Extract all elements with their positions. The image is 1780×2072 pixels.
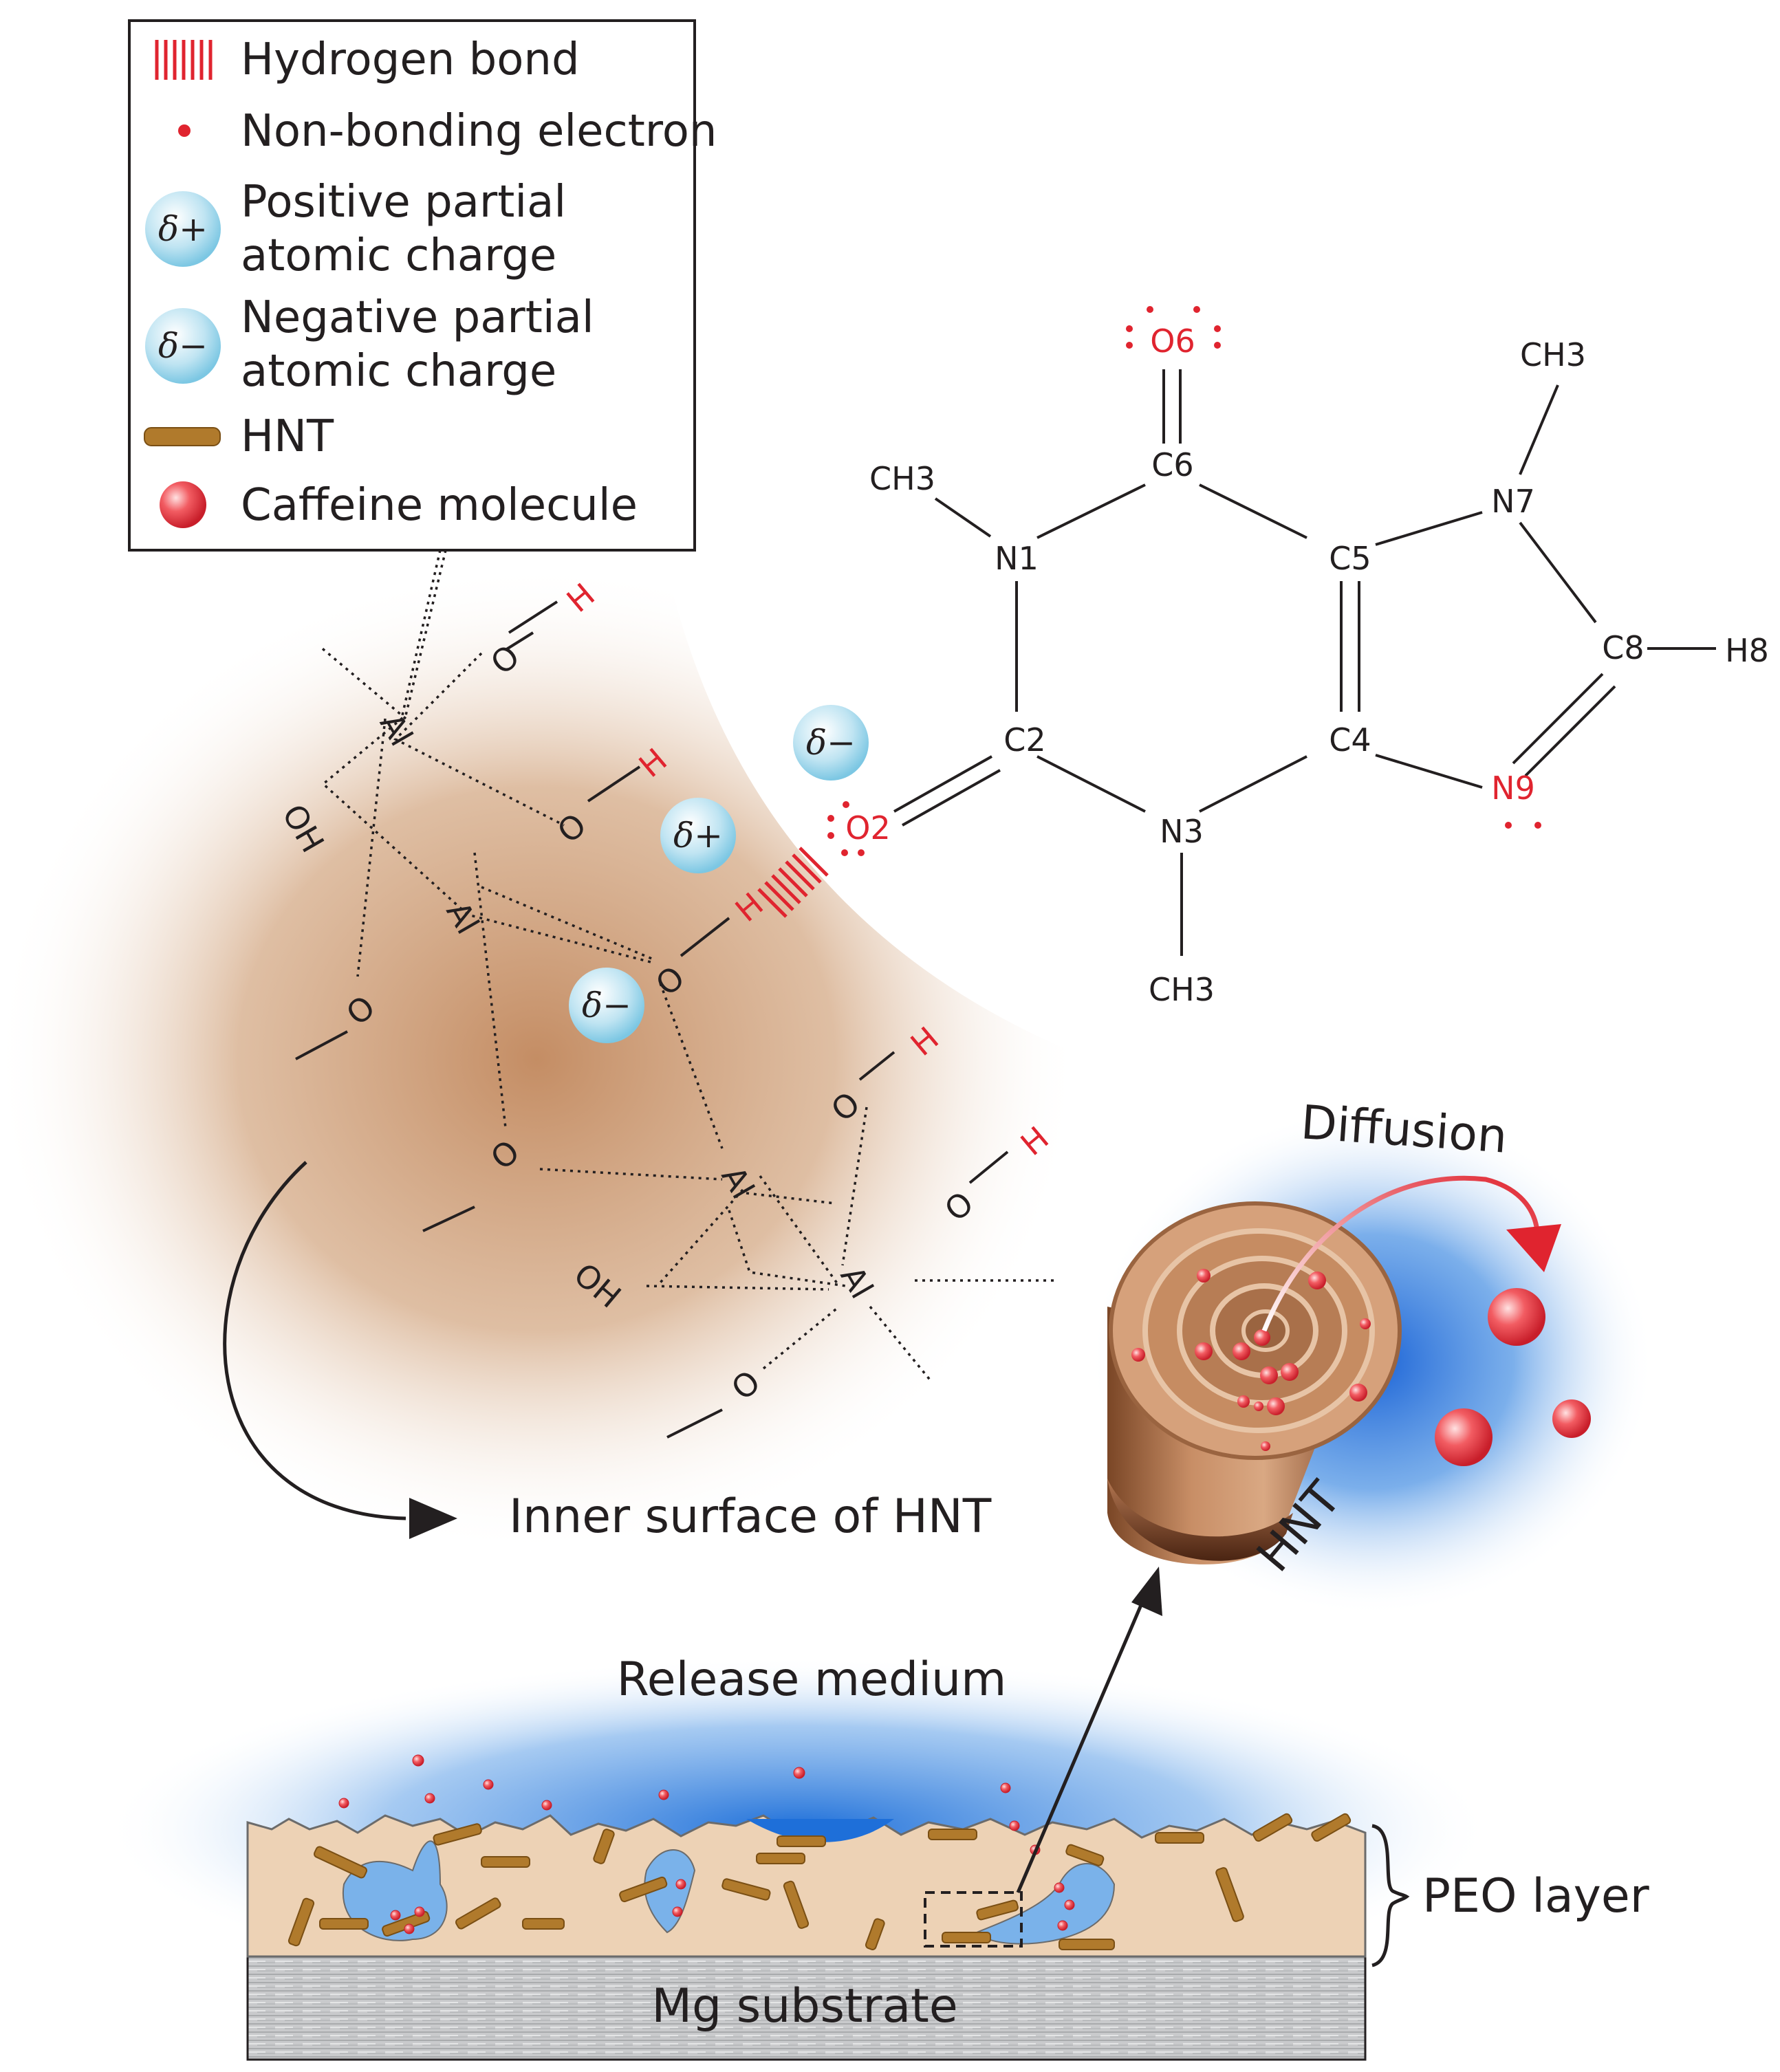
hnt-roll: [1107, 1201, 1402, 1564]
delta-minus-bubble-2: [569, 968, 644, 1043]
legend-negative-line1: Negative partial: [241, 292, 594, 343]
hydrogen-bond-marker: [757, 847, 829, 918]
coating-section: [246, 1754, 1367, 2061]
legend-box: [128, 19, 696, 552]
hydrogen-bond-icon: [155, 40, 213, 80]
legend-hydrogen-bond: Hydrogen bond: [241, 34, 580, 85]
legend-positive-line2: atomic charge: [241, 230, 556, 281]
non-bonding-electron-icon: [178, 124, 191, 137]
legend-leader-line: [401, 549, 442, 716]
peo-layer-label: PEO layer: [1422, 1869, 1649, 1923]
atom-n1: N1: [995, 540, 1039, 577]
o2-lone-pairs-icon: [827, 801, 865, 856]
selected-region-box: [924, 1891, 1023, 1948]
legend-caffeine: Caffeine molecule: [241, 480, 638, 531]
atom-o6: O6: [1150, 323, 1195, 360]
inner-surface-label: Inner surface of HNT: [509, 1490, 992, 1544]
released-caffeine-2: [1435, 1408, 1493, 1466]
atom-c5: C5: [1329, 540, 1371, 577]
legend-negative-line2: atomic charge: [241, 346, 556, 397]
o6-lone-pairs-icon: [1126, 306, 1221, 349]
atom-c4: C4: [1329, 721, 1371, 759]
caffeine-structure: O6 C6 N1 C5 N7 C8 H8 C2 C4 N9 N3 O2 CH3 …: [827, 306, 1769, 1008]
inner-surface-arrowhead-icon: [409, 1498, 457, 1539]
caffeine-sphere-icon: [160, 481, 206, 528]
atom-n9: N9: [1491, 770, 1535, 807]
white-cutout: [660, 536, 1780, 1087]
zoom-arrow: [1016, 1595, 1147, 1893]
legend-non-bonding-electron: Non-bonding electron: [241, 106, 717, 157]
release-medium-label: Release medium: [617, 1653, 1007, 1707]
atom-o2: O2: [845, 809, 890, 847]
delta-minus-bubble-1: [793, 705, 869, 781]
atom-ch3-n7: CH3: [1520, 336, 1586, 373]
atom-c2: C2: [1003, 721, 1045, 759]
delta-minus-label-2: δ−: [582, 985, 631, 1025]
positive-charge-icon: [145, 191, 221, 267]
atom-c6: C6: [1151, 446, 1193, 483]
diffusion-arrow: [1261, 1175, 1540, 1332]
atom-ch3-n1: CH3: [869, 460, 935, 497]
legend-positive-line1: Positive partial: [241, 177, 566, 228]
released-caffeine-1: [1488, 1288, 1545, 1346]
mg-substrate-label: Mg substrate: [651, 1979, 957, 2033]
atom-c8: C8: [1602, 629, 1644, 666]
legend-hnt: HNT: [241, 411, 334, 462]
atom-ch3-n3: CH3: [1149, 971, 1215, 1008]
atom-n7: N7: [1491, 483, 1535, 520]
atom-n3: N3: [1160, 813, 1204, 850]
atom-h8: H8: [1725, 632, 1769, 669]
negative-charge-icon: [145, 308, 221, 384]
inner-surface-arrow: [223, 1161, 406, 1520]
delta-minus-label-1: δ−: [806, 723, 856, 763]
legend-delta-plus: δ+: [158, 209, 208, 249]
hnt-rod-icon: [144, 427, 221, 446]
zoom-arrowhead-icon: [1131, 1567, 1162, 1616]
delta-plus-bubble: [660, 798, 736, 873]
legend-delta-minus: δ−: [158, 326, 208, 366]
delta-plus-label: δ+: [673, 816, 723, 855]
mg-substrate: [246, 1955, 1367, 2061]
n9-lone-pair-icon: [1505, 822, 1541, 829]
released-caffeine-3: [1552, 1399, 1591, 1438]
diffusion-arrowhead-icon: [1506, 1224, 1561, 1272]
legend: Hydrogen bond Non-bonding electron δ+ Po…: [128, 19, 717, 552]
peo-brace-icon: [1371, 1824, 1410, 1967]
